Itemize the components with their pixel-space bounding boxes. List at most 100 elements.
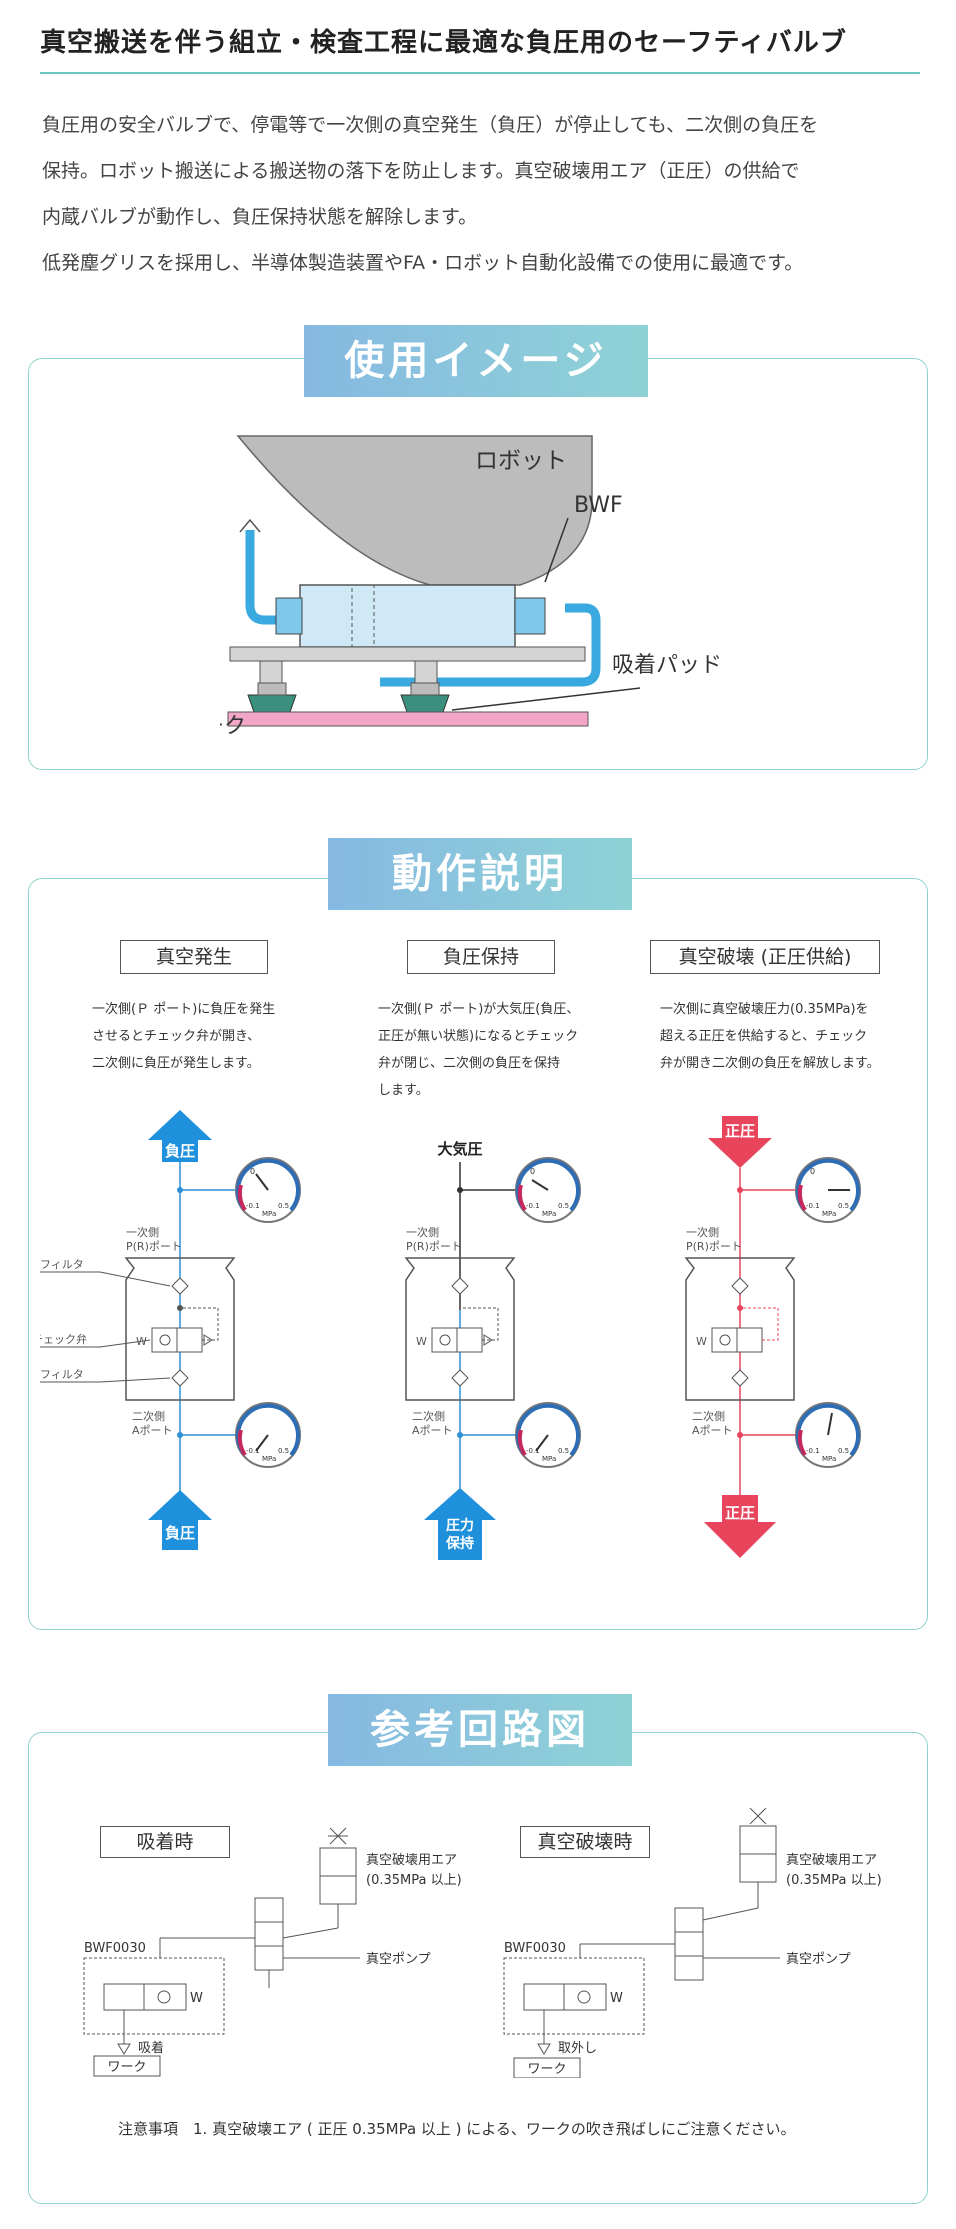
circuit-diagram-adsorb: 真空破壊用エア (0.35MPa 以上) 真空ポンプ BWF0030 W 吸着 … <box>83 1827 462 2077</box>
operation-diagram-vacuum: 負圧 0 -0.1 0.5 MPa 一次側 P(R)ポート W フィルタ <box>40 1110 301 1550</box>
pressure-gauge-top: 0 -0.1 0.5 MPa <box>515 1157 581 1223</box>
svg-text:MPa: MPa <box>262 1455 276 1463</box>
air-pressure-label: (0.35MPa 以上) <box>786 1873 882 1888</box>
intro-line: 低発塵グリスを採用し、半導体製造装置やFA・ロボット自動化設備での使用に最適です… <box>42 252 804 274</box>
model-label: BWF0030 <box>84 1941 146 1956</box>
svg-text:-0.1: -0.1 <box>246 1202 260 1210</box>
pressure-gauge-bottom: -0.1 0.5 MPa <box>235 1402 301 1468</box>
svg-text:MPa: MPa <box>822 1210 836 1218</box>
secondary-side-label: 二次側 <box>132 1409 165 1423</box>
desc-line: 弁が閉じ、二次側の負圧を保持 <box>378 1056 561 1071</box>
svg-text:MPa: MPa <box>262 1210 276 1218</box>
secondary-port-label: Aポート <box>132 1424 173 1437</box>
flow-arrow-bottom <box>704 1495 776 1558</box>
fitting-left <box>275 597 303 635</box>
operation-heading: 動作説明 <box>328 838 632 910</box>
valve-body-outline <box>124 1257 236 1401</box>
usage-heading: 使用イメージ <box>304 325 648 397</box>
work-box <box>93 2055 161 2077</box>
svg-text:Aポート: Aポート <box>692 1424 733 1437</box>
svg-text:W: W <box>696 1335 707 1348</box>
mode-desc-break: 一次側に真空破壊圧力(0.35MPa)を 超える正圧を供給すると、チェック 弁が… <box>660 996 910 1077</box>
svg-text:W: W <box>190 1991 203 2006</box>
filter-upper <box>171 1277 189 1295</box>
pressure-hold-label: 圧力 <box>446 1517 474 1534</box>
svg-text:0.5: 0.5 <box>838 1447 849 1455</box>
air-label: 真空破壊用エア <box>366 1853 457 1868</box>
svg-text:-0.1: -0.1 <box>526 1202 540 1210</box>
tube-right <box>380 603 601 687</box>
svg-text:P(R)ポート: P(R)ポート <box>406 1240 462 1253</box>
svg-text:MPa: MPa <box>822 1455 836 1463</box>
svg-text:0.5: 0.5 <box>838 1202 849 1210</box>
circuit-heading: 参考回路図 <box>328 1694 632 1766</box>
arrow-bottom-label: 負圧 <box>165 1524 195 1542</box>
desc-line: 二次側に負圧が発生します。 <box>92 1056 260 1071</box>
svg-text:保持: 保持 <box>445 1535 474 1552</box>
intro-line: 保持。ロボット搬送による搬送物の落下を防止します。真空破壊用エア（正圧）の供給で <box>42 160 800 182</box>
circuit-panel <box>28 1732 928 2204</box>
pressure-gauge-top: 0 -0.1 0.5 MPa <box>795 1157 861 1223</box>
flow-arrow-top <box>708 1116 772 1168</box>
intro-text: 負圧用の安全バルブで、停電等で一次側の真空発生（負圧）が停止しても、二次側の負圧… <box>42 102 922 286</box>
suction-pad-left <box>247 694 297 713</box>
fitting-right <box>514 597 546 635</box>
work-label: ワーク <box>107 2060 146 2075</box>
svg-text:0: 0 <box>250 1167 255 1176</box>
mode-title-vacuum: 真空発生 <box>120 940 268 974</box>
intro-line: 内蔵バルブが動作し、負圧保持状態を解除します。 <box>42 206 478 228</box>
svg-text:-0.1: -0.1 <box>806 1447 820 1455</box>
mode-desc-hold: 一次側(Ｐ ポート)が大気圧(負圧、 正圧が無い状態)になるとチェック 弁が閉じ… <box>378 996 618 1104</box>
svg-text:0.5: 0.5 <box>278 1447 289 1455</box>
svg-text:-0.1: -0.1 <box>806 1202 820 1210</box>
svg-text:二次側: 二次側 <box>412 1409 445 1423</box>
flow-arrow-top <box>148 1110 212 1162</box>
flow-arrow-bottom <box>424 1488 496 1560</box>
circuit-diagram-break: 真空破壊用エア (0.35MPa 以上) 真空ポンプ BWF0030 W 取外し… <box>503 1808 882 2078</box>
arrow-top-label: 負圧 <box>165 1142 195 1160</box>
diagram-vacuum: 負圧 0 -0.1 0.5 MPa 一次側 P(R)ポート W フィルタ <box>40 1110 301 1550</box>
circuit-title-break: 真空破壊時 <box>520 1826 650 1858</box>
model-label: BWF0030 <box>504 1941 566 1956</box>
bwf-label: BWF <box>574 493 623 518</box>
operation-diagram-break: 正圧 0 -0.1 0.5 MPa 一次側 P(R)ポート W 二次側 Aポート… <box>684 1116 861 1558</box>
svg-text:0.5: 0.5 <box>558 1202 569 1210</box>
primary-port-label: P(R)ポート <box>126 1240 182 1253</box>
svg-text:0: 0 <box>530 1167 535 1176</box>
filter-label: フィルタ <box>40 1368 84 1381</box>
pressure-gauge-top: 0 -0.1 0.5 MPa <box>235 1157 301 1223</box>
desc-line: 弁が開き二次側の負圧を解放します。 <box>660 1056 880 1071</box>
tube-arrow <box>239 518 261 533</box>
desc-line: 超える正圧を供給すると、チェック <box>660 1029 868 1044</box>
suction-pad-right <box>400 694 450 713</box>
filter-lower <box>171 1369 189 1387</box>
desc-line: 一次側(Ｐ ポート)に負圧を発生 <box>92 1002 276 1017</box>
mode-title-hold: 負圧保持 <box>407 940 555 974</box>
action-label: 取外し <box>558 2041 597 2056</box>
desc-line: 一次側(Ｐ ポート)が大気圧(負圧、 <box>378 1002 580 1017</box>
mount-plate <box>229 646 586 662</box>
pressure-gauge-bottom: -0.1 0.5 MPa <box>795 1402 861 1468</box>
air-label: 真空破壊用エア <box>786 1853 877 1868</box>
atmospheric-label: 大気圧 <box>437 1140 482 1158</box>
svg-text:P(R)ポート: P(R)ポート <box>686 1240 742 1253</box>
svg-text:-0.1: -0.1 <box>526 1447 540 1455</box>
circuit-title-adsorb: 吸着時 <box>100 1826 230 1858</box>
svg-text:MPa: MPa <box>542 1455 556 1463</box>
robot-label: ロボット <box>475 448 567 474</box>
mode-title-break: 真空破壊 (正圧供給) <box>650 940 880 974</box>
svg-text:Aポート: Aポート <box>412 1424 453 1437</box>
caution-note: 注意事項 1. 真空破壊エア ( 正圧 0.35MPa 以上 ) による、ワーク… <box>118 2120 796 2138</box>
primary-side-label: 一次側 <box>126 1225 159 1239</box>
air-pressure-label: (0.35MPa 以上) <box>366 1873 462 1888</box>
pad-label: 吸着パッド <box>612 653 722 678</box>
svg-text:W: W <box>610 1991 623 2006</box>
arrow-top-label: 正圧 <box>725 1122 755 1140</box>
desc-line: 正圧が無い状態)になるとチェック <box>378 1029 579 1044</box>
desc-line: します。 <box>378 1083 429 1098</box>
filter-label: フィルタ <box>40 1258 84 1271</box>
page-title: 真空搬送を伴う組立・検査工程に最適な負圧用のセーフティバルブ <box>40 28 847 58</box>
operation-diagram-hold: 大気圧 0 -0.1 0.5 MPa 一次側 P(R)ポート W 二次側 Aポー… <box>404 1140 581 1560</box>
usage-illustration: ロボット BWF 吸着パッド ワーク <box>220 435 722 739</box>
svg-text:0.5: 0.5 <box>558 1447 569 1455</box>
